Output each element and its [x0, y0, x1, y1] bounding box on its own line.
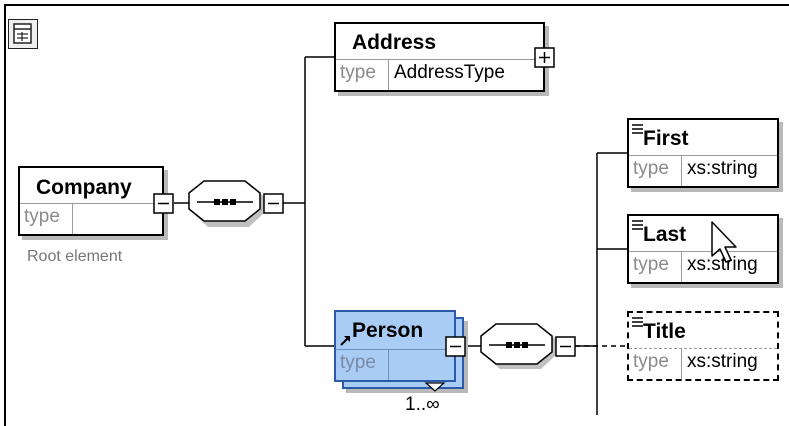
row-divider — [388, 350, 389, 380]
type-row: type xs:string — [629, 155, 777, 186]
type-row: type — [336, 349, 454, 380]
element-annotation: Root element — [27, 248, 123, 265]
mouse-pointer-icon — [711, 221, 737, 263]
type-label: type — [340, 62, 376, 83]
type-row: type — [20, 203, 162, 234]
row-divider — [681, 156, 682, 186]
diagram-toolbar-icon — [13, 23, 32, 44]
text-lines-icon — [632, 220, 643, 230]
element-name: Company — [36, 176, 132, 199]
element-first[interactable]: First type xs:string — [627, 118, 779, 188]
type-value: xs:string — [687, 254, 758, 275]
text-lines-icon — [632, 124, 643, 134]
element-address[interactable]: Address type AddressType — [334, 22, 545, 92]
type-label: type — [633, 158, 669, 179]
cardinality-label: 1..∞ — [405, 394, 440, 415]
diagram-toolbar-button[interactable] — [8, 19, 38, 49]
element-name: Person — [352, 319, 424, 342]
type-label: type — [633, 351, 669, 372]
expand-icon[interactable] — [0, 0, 789, 415]
row-divider — [681, 349, 682, 379]
type-label: type — [24, 206, 60, 227]
reference-arrow-icon — [340, 336, 350, 346]
row-divider — [681, 252, 682, 282]
element-name: Title — [643, 320, 686, 343]
element-title[interactable]: Title type xs:string — [627, 311, 779, 381]
type-row: type xs:string — [629, 348, 777, 379]
element-name: Address — [352, 31, 437, 54]
diagram-frame — [4, 4, 789, 426]
element-name: Last — [643, 223, 687, 246]
row-divider — [388, 60, 389, 90]
type-label: type — [633, 254, 669, 275]
element-company[interactable]: Company type — [18, 166, 164, 236]
element-person[interactable]: Person type — [334, 310, 456, 382]
element-last[interactable]: Last type xs:string — [627, 214, 779, 284]
text-lines-icon — [632, 317, 643, 327]
type-value: AddressType — [394, 62, 505, 83]
row-divider — [72, 204, 73, 234]
type-value: xs:string — [687, 351, 758, 372]
element-name: First — [643, 127, 689, 150]
type-row: type xs:string — [629, 251, 777, 282]
type-value: xs:string — [687, 158, 758, 179]
type-label: type — [340, 352, 376, 373]
sequence-compositor-icon[interactable] — [0, 0, 789, 415]
connector-lines — [174, 56, 627, 415]
collapse-icon[interactable] — [0, 0, 789, 415]
sequence-compositor-icon[interactable] — [0, 0, 789, 415]
type-row: type AddressType — [336, 59, 543, 90]
